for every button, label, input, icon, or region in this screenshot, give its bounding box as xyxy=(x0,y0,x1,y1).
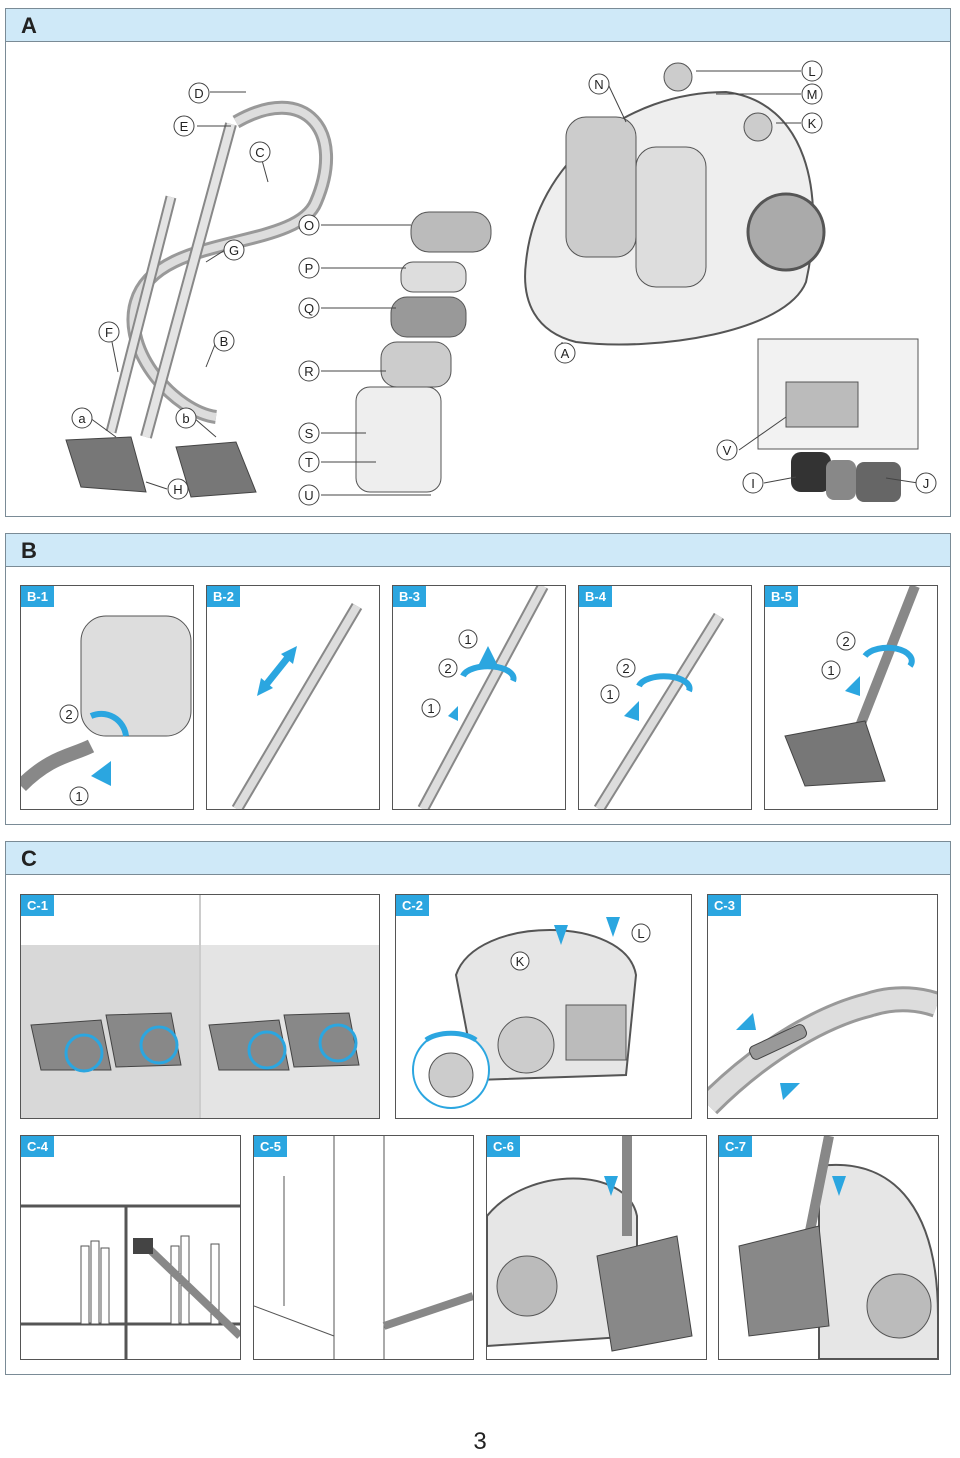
step-c6: C-6 xyxy=(487,1136,520,1157)
label-b: b xyxy=(182,411,189,426)
label-P: P xyxy=(305,261,314,276)
panel-b2: B-2 xyxy=(206,585,380,810)
label-B: B xyxy=(220,334,229,349)
svg-text:1: 1 xyxy=(606,687,613,702)
c2-label-L: L xyxy=(637,926,644,941)
section-b-box: B-1 2 1 B-2 B-3 1 2 1 xyxy=(5,566,951,825)
section-c-header: C xyxy=(5,841,951,875)
section-c-box: C-1 C-2 K L xyxy=(5,874,951,1375)
step-c1: C-1 xyxy=(21,895,54,916)
label-N: N xyxy=(594,77,603,92)
panel-c6: C-6 xyxy=(486,1135,707,1360)
label-K: K xyxy=(808,116,817,131)
svg-text:1: 1 xyxy=(827,663,834,678)
c2-label-K: K xyxy=(516,954,525,969)
label-Q: Q xyxy=(304,301,314,316)
label-U: U xyxy=(304,488,313,503)
label-J: J xyxy=(923,476,930,491)
label-S: S xyxy=(305,426,314,441)
marker-2: 2 xyxy=(65,707,72,722)
label-D: D xyxy=(194,86,203,101)
label-V: V xyxy=(723,443,732,458)
panel-c5: C-5 xyxy=(253,1135,474,1360)
panel-c4: C-4 xyxy=(20,1135,241,1360)
panel-c7: C-7 xyxy=(718,1135,939,1360)
section-a-box: D E C G F B a b H O P Q R S T U N L M K … xyxy=(5,41,951,517)
label-H: H xyxy=(173,482,182,497)
svg-text:2: 2 xyxy=(842,634,849,649)
panel-b1: B-1 2 1 xyxy=(20,585,194,810)
panel-c1: C-1 xyxy=(20,894,380,1119)
panel-b4: B-4 2 1 xyxy=(578,585,752,810)
panel-c2: C-2 K L xyxy=(395,894,692,1119)
step-c3: C-3 xyxy=(708,895,741,916)
panel-b5: B-5 2 1 xyxy=(764,585,938,810)
svg-text:2: 2 xyxy=(444,661,451,676)
step-b3: B-3 xyxy=(393,586,426,607)
label-A: A xyxy=(561,346,570,361)
label-T: T xyxy=(305,455,313,470)
panel-c3: C-3 xyxy=(707,894,938,1119)
panel-b3: B-3 1 2 1 xyxy=(392,585,566,810)
step-b2: B-2 xyxy=(207,586,240,607)
label-E: E xyxy=(180,119,189,134)
step-c2: C-2 xyxy=(396,895,429,916)
label-G: G xyxy=(229,243,239,258)
label-R: R xyxy=(304,364,313,379)
svg-text:1: 1 xyxy=(427,701,434,716)
vacuum-parts-illustration: D E C G F B a b H O P Q R S T U N L M K … xyxy=(65,60,937,506)
label-a: a xyxy=(78,411,86,426)
step-b1: B-1 xyxy=(21,586,54,607)
label-C: C xyxy=(255,145,264,160)
section-c-title: C xyxy=(21,846,37,871)
step-b4: B-4 xyxy=(579,586,612,607)
label-L: L xyxy=(808,64,815,79)
section-a-header: A xyxy=(5,8,951,42)
section-a-title: A xyxy=(21,13,37,38)
label-I: I xyxy=(751,476,755,491)
section-b-title: B xyxy=(21,538,37,563)
svg-text:2: 2 xyxy=(622,661,629,676)
label-M: M xyxy=(807,87,818,102)
step-c7: C-7 xyxy=(719,1136,752,1157)
page-number: 3 xyxy=(473,1428,487,1455)
step-b5: B-5 xyxy=(765,586,798,607)
section-b-header: B xyxy=(5,533,951,567)
step-c4: C-4 xyxy=(21,1136,54,1157)
step-c5: C-5 xyxy=(254,1136,287,1157)
svg-text:1: 1 xyxy=(464,632,471,647)
label-O: O xyxy=(304,218,314,233)
label-F: F xyxy=(105,325,113,340)
marker-1: 1 xyxy=(75,789,82,804)
